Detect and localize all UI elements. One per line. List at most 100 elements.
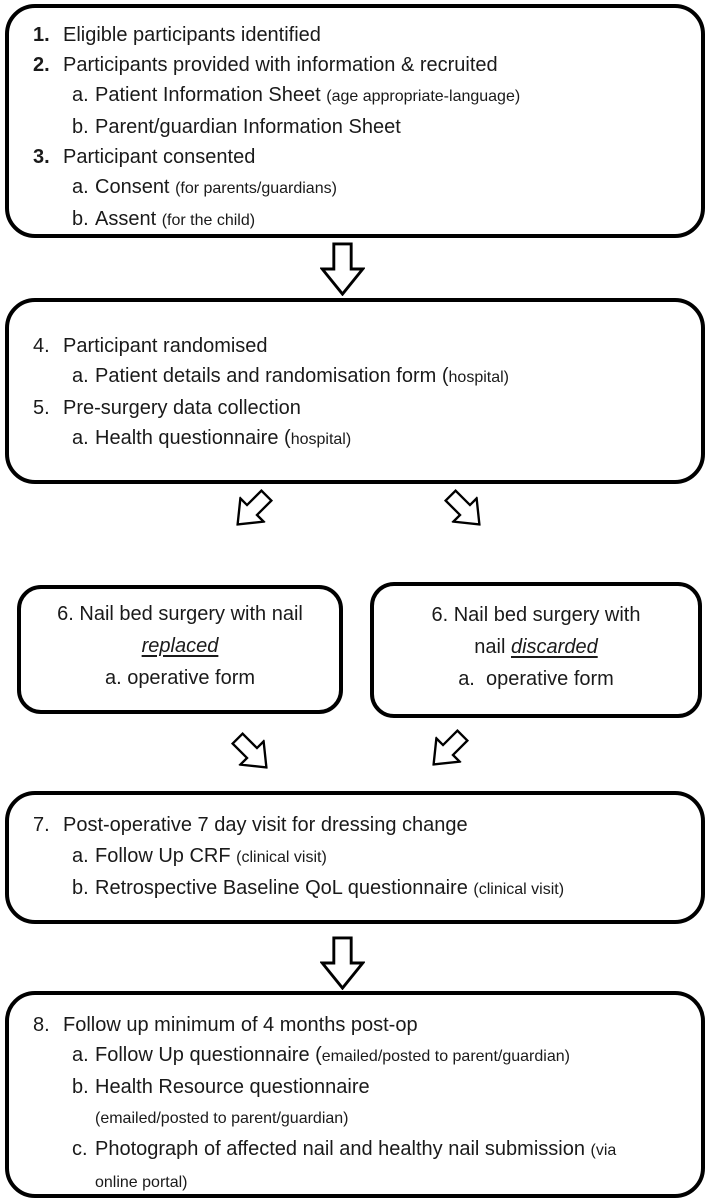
centered-line: 6. Nail bed surgery with nail	[21, 598, 339, 630]
list-line: 7. Post-operative 7 day visit for dressin…	[9, 810, 701, 841]
plain-text: a. operative form	[458, 668, 614, 690]
list-marker: a.	[72, 427, 89, 449]
list-marker: 3.	[33, 146, 50, 168]
stage-box-randomisation: 4. Participant randomised a. Patient detail…	[5, 298, 705, 484]
list-marker: a.	[72, 1044, 89, 1066]
list-text: Patient Information Sheet (age appropria…	[95, 84, 521, 106]
list-marker: a.	[72, 365, 89, 387]
annotation-text: (clinical visit)	[236, 849, 327, 866]
list-line: b. Health Resource questionnaire	[9, 1072, 701, 1102]
annotation-text: online portal)	[95, 1174, 188, 1191]
list-text: Assent (for the child)	[95, 208, 256, 230]
list-text: Post-operative 7 day visit for dressing …	[63, 814, 468, 836]
emphasized-text: replaced	[141, 635, 219, 657]
list-text: Health Resource questionnaire	[95, 1076, 370, 1098]
list-text: Participant consented	[63, 146, 256, 168]
list-marker: b.	[72, 116, 89, 138]
centered-line: nail discarded	[374, 631, 698, 663]
list-line: b. Assent (for the child)	[9, 204, 701, 236]
centered-line: replaced	[21, 630, 339, 662]
centered-line: a. operative form	[374, 663, 698, 695]
list-line: a. Patient Information Sheet (age appropr…	[9, 80, 701, 112]
list-text: Consent (for parents/guardians)	[95, 176, 337, 198]
stage-box-surgery-nail-discarded: 6. Nail bed surgery with nail discarded a.…	[370, 582, 702, 718]
followup-list: 8. Follow up minimum of 4 months post-op a…	[9, 1010, 701, 1198]
annotation-text: (for parents/guardians)	[175, 180, 337, 197]
list-marker: 8.	[33, 1014, 50, 1036]
list-text: Participants provided with information &…	[63, 54, 498, 76]
list-text: online portal)	[95, 1166, 701, 1198]
stage-box-followup: 8. Follow up minimum of 4 months post-op a…	[5, 991, 705, 1198]
list-text: Pre-surgery data collection	[63, 397, 301, 419]
centered-line: 6. Nail bed surgery with	[374, 599, 698, 631]
list-marker: b.	[72, 208, 89, 230]
list-line: (emailed/posted to parent/guardian)	[9, 1102, 701, 1134]
stage-box-recruitment: 1. Eligible participants identified 2. Part…	[5, 4, 705, 238]
list-marker: 2.	[33, 54, 50, 76]
list-line: 8. Follow up minimum of 4 months post-op	[9, 1010, 701, 1040]
list-text: Parent/guardian Information Sheet	[95, 116, 401, 138]
plain-text: 6. Nail bed surgery with	[431, 604, 641, 626]
down-right-arrow-icon	[437, 482, 494, 539]
down-left-arrow-icon	[224, 482, 281, 539]
list-text: Eligible participants identified	[63, 24, 321, 46]
list-line: 3. Participant consented	[9, 142, 701, 172]
list-text: Follow Up questionnaire (emailed/posted …	[95, 1044, 570, 1066]
emphasized-text: discarded	[510, 636, 598, 658]
list-marker: a.	[72, 845, 89, 867]
list-marker: b.	[72, 877, 89, 899]
list-line: a. Health questionnaire (hospital)	[9, 423, 701, 455]
annotation-text: (for the child)	[161, 212, 256, 229]
annotation-text: hospital)	[290, 431, 352, 448]
annotation-text: (emailed/posted to parent/guardian)	[95, 1110, 349, 1127]
randomisation-list: 4. Participant randomised a. Patient detail…	[9, 331, 701, 455]
list-text: Participant randomised	[63, 335, 268, 357]
plain-text: nail	[474, 636, 511, 658]
down-left-arrow-icon	[420, 722, 477, 779]
list-marker: a.	[72, 176, 89, 198]
list-marker: 4.	[33, 335, 50, 357]
plain-text: 6. Nail bed surgery with nail	[57, 603, 303, 625]
list-line: 2. Participants provided with information…	[9, 50, 701, 80]
list-text: Follow Up CRF (clinical visit)	[95, 845, 327, 867]
centered-line: a. operative form	[21, 662, 339, 694]
list-line: a. Follow Up questionnaire (emailed/poste…	[9, 1040, 701, 1072]
stage-box-surgery-nail-replaced: 6. Nail bed surgery with nail replaced a. …	[17, 585, 343, 714]
list-line: 5. Pre-surgery data collection	[9, 393, 701, 423]
list-text: Photograph of affected nail and healthy …	[95, 1138, 617, 1160]
list-line: a. Consent (for parents/guardians)	[9, 172, 701, 204]
list-text: (emailed/posted to parent/guardian)	[95, 1102, 701, 1134]
recruitment-list: 1. Eligible participants identified 2. Part…	[9, 20, 701, 236]
list-line: c. Photograph of affected nail and health…	[9, 1134, 701, 1166]
list-text: Retrospective Baseline QoL questionnaire…	[95, 877, 565, 899]
list-text: Health questionnaire (hospital)	[95, 427, 352, 449]
list-line: b. Retrospective Baseline QoL questionnai…	[9, 873, 701, 905]
down-arrow-icon	[320, 936, 365, 990]
list-marker: b.	[72, 1076, 89, 1098]
list-marker: 7.	[33, 814, 50, 836]
annotation-text: (via	[590, 1142, 617, 1159]
list-marker: a.	[72, 84, 89, 106]
list-line: a. Follow Up CRF (clinical visit)	[9, 841, 701, 873]
annotation-text: hospital)	[448, 369, 509, 386]
plain-text: a. operative form	[104, 667, 256, 689]
postop-visit-list: 7. Post-operative 7 day visit for dressin…	[9, 810, 701, 905]
list-line: online portal)	[9, 1166, 701, 1198]
list-line: 1. Eligible participants identified	[9, 20, 701, 50]
list-line: b. Parent/guardian Information Sheet	[9, 112, 701, 142]
down-right-arrow-icon	[224, 725, 281, 782]
stage-box-postop-visit: 7. Post-operative 7 day visit for dressin…	[5, 791, 705, 924]
surgery-replaced-lines: 6. Nail bed surgery with nail replaced a. …	[21, 598, 339, 694]
annotation-text: emailed/posted to parent/guardian)	[321, 1048, 570, 1065]
annotation-text: (clinical visit)	[473, 881, 565, 898]
annotation-text: (age appropriate-language)	[326, 88, 521, 105]
list-text: Patient details and randomisation form (…	[95, 365, 509, 387]
list-text: Follow up minimum of 4 months post-op	[63, 1014, 418, 1036]
list-line: 4. Participant randomised	[9, 331, 701, 361]
list-marker: c.	[72, 1138, 88, 1160]
surgery-discarded-lines: 6. Nail bed surgery with nail discarded a.…	[374, 599, 698, 695]
down-arrow-icon	[320, 242, 365, 296]
list-marker: 1.	[33, 24, 50, 46]
list-marker: 5.	[33, 397, 50, 419]
